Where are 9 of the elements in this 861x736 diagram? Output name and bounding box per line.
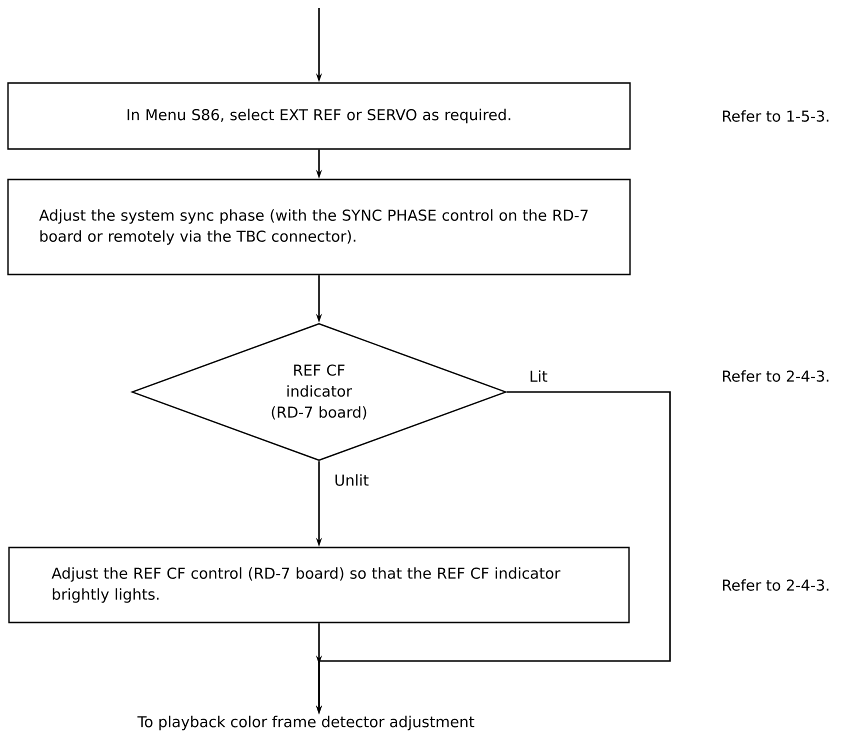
- reference-note: Refer to 2-4-3.: [723, 579, 828, 591]
- process-box: In Menu S86, select EXT REF or SERVO as required.: [7, 82, 631, 150]
- reference-note: Refer to 2-4-3.: [723, 370, 828, 382]
- edge-label: Unlit: [332, 472, 371, 488]
- process-box: Adjust the system sync phase (with the SYNC PHASE control on the RD-7 board or remotely via the TBC connector).: [7, 178, 631, 276]
- reference-note: Refer to 1-5-3.: [723, 110, 828, 122]
- edge-label: Lit: [527, 368, 550, 384]
- end-text: To playback color frame detector adjustment: [137, 716, 474, 730]
- process-box: Adjust the REF CF control (RD-7 board) so that the REF CF indicator brightly lights.: [8, 546, 630, 624]
